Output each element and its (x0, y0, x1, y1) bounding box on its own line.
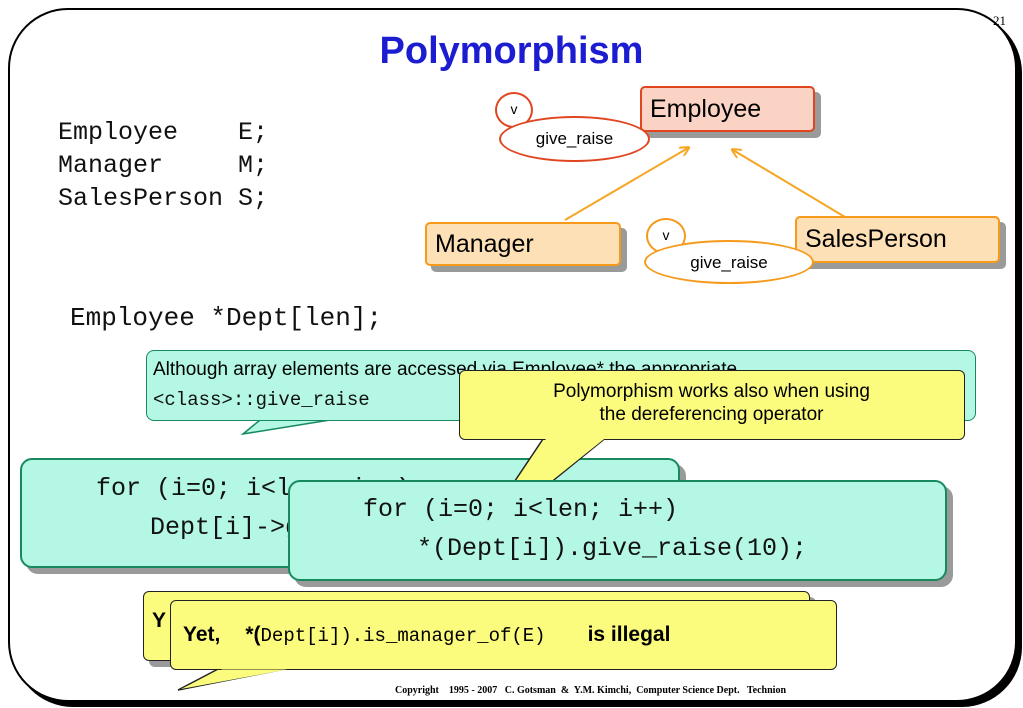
teal-callout-line2: <class>::give_raise (153, 389, 370, 411)
note-code: Dept[i]).is_manager_of(E) (260, 625, 546, 647)
page-number: 21 (993, 13, 1006, 28)
slide-title: Polymorphism (379, 30, 644, 72)
loop-deref-line2: *(Dept[i]).give_raise(10); (417, 534, 808, 563)
yellow-callout-line2: the dereferencing operator (599, 404, 824, 425)
salesperson-class-box: SalesPerson (795, 216, 1000, 263)
note-yet: Yet, (183, 623, 221, 646)
employee-give-raise-oval: give_raise (499, 116, 650, 162)
loop-deref-code-box: for (i=0; i<len; i++) *(Dept[i]).give_ra… (288, 480, 947, 581)
virtual-marker-employee: v (495, 92, 533, 128)
note-front: Yet, *(Dept[i]).is_manager_of(E) is illega… (170, 600, 837, 670)
declaration-employee: Employee E; (58, 118, 269, 147)
note-back-prefix: Y (152, 609, 167, 632)
declaration-manager: Manager M; (58, 151, 269, 180)
salesperson-give-raise-oval: give_raise (644, 240, 814, 284)
note-illegal: is illegal (587, 623, 671, 646)
employee-class-box: Employee (640, 86, 815, 132)
declaration-salesperson: SalesPerson S; (58, 184, 269, 213)
manager-class-box: Manager (425, 222, 621, 266)
copyright-footer: Copyright 1995 - 2007 C. Gotsman & Y.M. … (395, 685, 787, 696)
note-star: *( (245, 623, 261, 646)
loop-deref-line1: for (i=0; i<len; i++) (363, 495, 679, 524)
salesperson-inherits-arrow (733, 150, 851, 221)
yellow-callout: Polymorphism works also when using the d… (459, 370, 965, 440)
note-front-text: Yet, *(Dept[i]).is_manager_of(E) is illega… (183, 623, 670, 647)
manager-inherits-arrow (564, 148, 688, 221)
yellow-callout-line1: Polymorphism works also when using (553, 381, 870, 402)
array-declaration: Employee *Dept[len]; (70, 303, 383, 333)
